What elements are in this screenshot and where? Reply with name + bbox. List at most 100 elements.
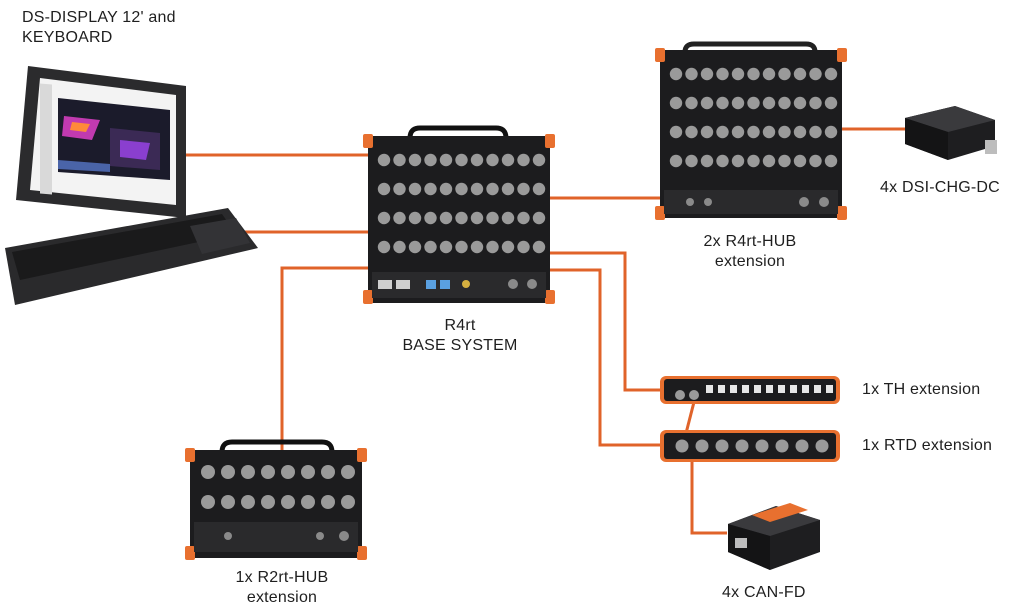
tablet-display-icon — [16, 66, 186, 218]
label-dsi-chg-dc: 4x DSI-CHG-DC — [880, 179, 1000, 196]
connector-knob — [517, 211, 530, 225]
connector-knob — [486, 153, 499, 167]
connector-knob — [377, 211, 391, 225]
connector-knob — [731, 67, 745, 81]
connector-knob — [762, 125, 776, 139]
connector-knob — [716, 67, 729, 81]
label-base-system: R4rt BASE SYSTEM — [402, 317, 518, 354]
connector-knob — [809, 125, 822, 139]
connector-knob — [532, 153, 546, 167]
label-can-fd: 4x CAN-FD — [722, 584, 806, 601]
cable-base-th — [550, 251, 660, 392]
connector-knob — [377, 240, 391, 254]
thermocouple-slot — [826, 385, 833, 393]
connector-knob — [517, 182, 530, 196]
connector-knob — [201, 495, 215, 509]
connector-knob — [700, 96, 714, 110]
cable-base-rtd — [550, 268, 660, 447]
connector-knob — [778, 96, 791, 110]
connector-knob — [793, 67, 807, 81]
connector-knob — [393, 182, 406, 196]
rtd-extension-icon — [660, 430, 840, 462]
connector-knob — [675, 439, 689, 453]
connector-knob — [241, 465, 255, 479]
connector-knob — [762, 154, 776, 168]
connector-knob — [700, 67, 714, 81]
cables — [185, 127, 905, 535]
connector-knob — [486, 182, 499, 196]
connector-knob — [824, 67, 838, 81]
connector-knob — [486, 211, 499, 225]
connector-knob — [716, 96, 729, 110]
connector-knob — [685, 96, 698, 110]
thermocouple-slot — [718, 385, 725, 393]
connector-knob — [221, 465, 235, 479]
connector-knob — [735, 439, 749, 453]
connector-knob — [716, 125, 729, 139]
connector-knob — [731, 154, 745, 168]
connector-knob — [201, 465, 215, 479]
connector-knob — [439, 211, 453, 225]
connector-knob — [809, 67, 822, 81]
connector-knob — [824, 96, 838, 110]
connector-knob — [470, 182, 484, 196]
connector-knob — [439, 182, 453, 196]
connector-knob — [795, 439, 809, 453]
connector-knob — [747, 67, 760, 81]
thermocouple-slot — [778, 385, 785, 393]
connector-knob — [408, 182, 422, 196]
connector-knob — [809, 154, 822, 168]
connector-knob — [424, 153, 437, 167]
keyboard-icon — [5, 208, 258, 305]
label-display-keyboard: DS-DISPLAY 12' and KEYBOARD — [22, 9, 176, 46]
connector-knob — [716, 154, 729, 168]
label-rtd-extension: 1x RTD extension — [862, 437, 993, 454]
thermocouple-slot — [754, 385, 761, 393]
connector-knob — [377, 182, 391, 196]
connector-knob — [486, 240, 499, 254]
connector-knob — [669, 96, 683, 110]
connector-knob — [669, 125, 683, 139]
thermocouple-slot — [814, 385, 821, 393]
connector-knob — [455, 211, 468, 225]
connector-knob — [424, 240, 437, 254]
connector-knob — [408, 211, 422, 225]
connector-knob — [775, 439, 789, 453]
connector-knob — [321, 465, 335, 479]
connector-knob — [221, 495, 235, 509]
connector-knob — [824, 154, 838, 168]
label-r4rt-hub: 2x R4rt-HUB extension — [703, 233, 797, 270]
dsi-chg-dc-icon — [905, 106, 997, 160]
connector-knob — [261, 495, 275, 509]
thermocouple-slot — [766, 385, 773, 393]
connector-knob — [501, 182, 515, 196]
connector-knob — [377, 153, 391, 167]
connector-knob — [755, 439, 769, 453]
connector-knob — [424, 182, 437, 196]
connector-knob — [455, 153, 468, 167]
connector-knob — [439, 153, 453, 167]
connector-knob — [393, 240, 406, 254]
connector-knob — [793, 154, 807, 168]
r2rt-hub-icon — [185, 439, 367, 560]
connector-knob — [301, 465, 315, 479]
connector-knob — [408, 240, 422, 254]
connector-knob — [261, 465, 275, 479]
r4rt-base-system-icon — [363, 125, 555, 304]
cable-base-r2hub — [280, 266, 368, 452]
connector-knob — [669, 67, 683, 81]
connector-knob — [778, 67, 791, 81]
cable-rtd-can — [690, 458, 727, 535]
thermocouple-slot — [706, 385, 713, 393]
connector-knob — [470, 153, 484, 167]
connector-knob — [778, 125, 791, 139]
connector-knob — [341, 465, 355, 479]
connector-knob — [532, 182, 546, 196]
connector-knob — [778, 154, 791, 168]
connector-knob — [824, 125, 838, 139]
connector-knob — [747, 125, 760, 139]
th-extension-icon — [660, 376, 840, 404]
connector-knob — [809, 96, 822, 110]
connector-knob — [747, 154, 760, 168]
connector-knob — [685, 125, 698, 139]
